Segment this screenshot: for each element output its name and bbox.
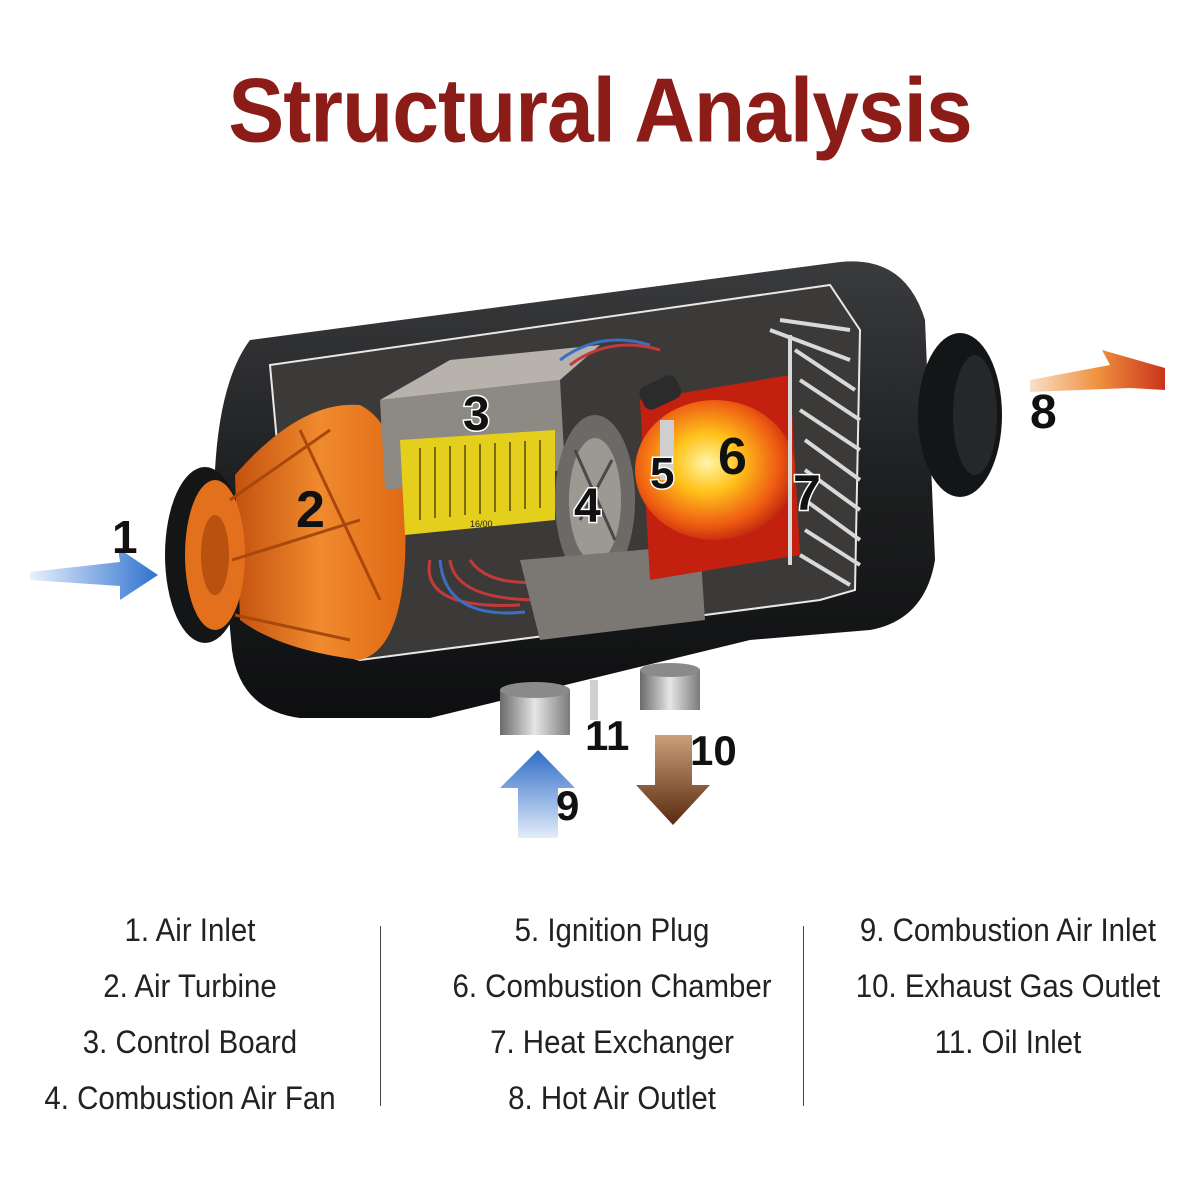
heater-cutaway-diagram: 16/00 <box>30 261 1165 838</box>
legend-column-1: 1. Air Inlet 2. Air Turbine 3. Control B… <box>20 902 360 1126</box>
callout-8: 8 <box>1030 386 1057 439</box>
callout-10: 10 <box>690 727 737 774</box>
heat-exchanger <box>769 318 862 587</box>
callout-2: 2 <box>296 481 325 539</box>
air-inlet-arrow-icon <box>30 548 158 600</box>
combustion-chamber <box>635 375 800 580</box>
legend-divider <box>803 926 804 1106</box>
callout-4: 4 <box>574 480 601 533</box>
legend-item: 11. Oil Inlet <box>934 1024 1082 1060</box>
legend-item: 9. Combustion Air Inlet <box>859 912 1157 948</box>
ignition-plug <box>639 375 681 480</box>
legend-item: 4. Combustion Air Fan <box>44 1080 336 1116</box>
legend-item: 7. Heat Exchanger <box>490 1024 734 1060</box>
callout-7: 7 <box>793 465 821 521</box>
legend-column-2: 5. Ignition Plug 6. Combustion Chamber 7… <box>432 902 792 1126</box>
legend-item: 2. Air Turbine <box>103 968 277 1004</box>
legend-item: 8. Hot Air Outlet <box>508 1080 716 1116</box>
callout-3: 3 <box>463 388 490 441</box>
exhaust-gas-outlet-arrow-icon <box>636 735 710 825</box>
hot-air-outlet-arrow-icon <box>1030 350 1165 392</box>
callout-6: 6 <box>718 428 747 486</box>
page-title: Structural Analysis <box>228 59 972 161</box>
air-turbine <box>185 404 406 660</box>
combustion-air-inlet-arrow-icon <box>500 750 575 838</box>
legend-item: 6. Combustion Chamber <box>452 968 772 1004</box>
legend-item: 3. Control Board <box>82 1024 298 1060</box>
legend-divider <box>380 926 381 1106</box>
callout-11: 11 <box>585 712 629 759</box>
callout-9: 9 <box>556 782 579 829</box>
legend-item: 5. Ignition Plug <box>514 912 710 948</box>
combustion-air-fan <box>555 415 635 585</box>
bottom-pipes <box>500 663 700 735</box>
callout-1: 1 <box>112 511 138 563</box>
legend-item: 1. Air Inlet <box>124 912 256 948</box>
callout-5: 5 <box>650 449 674 498</box>
legend-item: 10. Exhaust Gas Outlet <box>855 968 1161 1004</box>
control-board: 16/00 <box>380 345 600 535</box>
board-label: 16/00 <box>470 519 493 529</box>
legend-column-3: 9. Combustion Air Inlet 10. Exhaust Gas … <box>828 902 1188 1070</box>
